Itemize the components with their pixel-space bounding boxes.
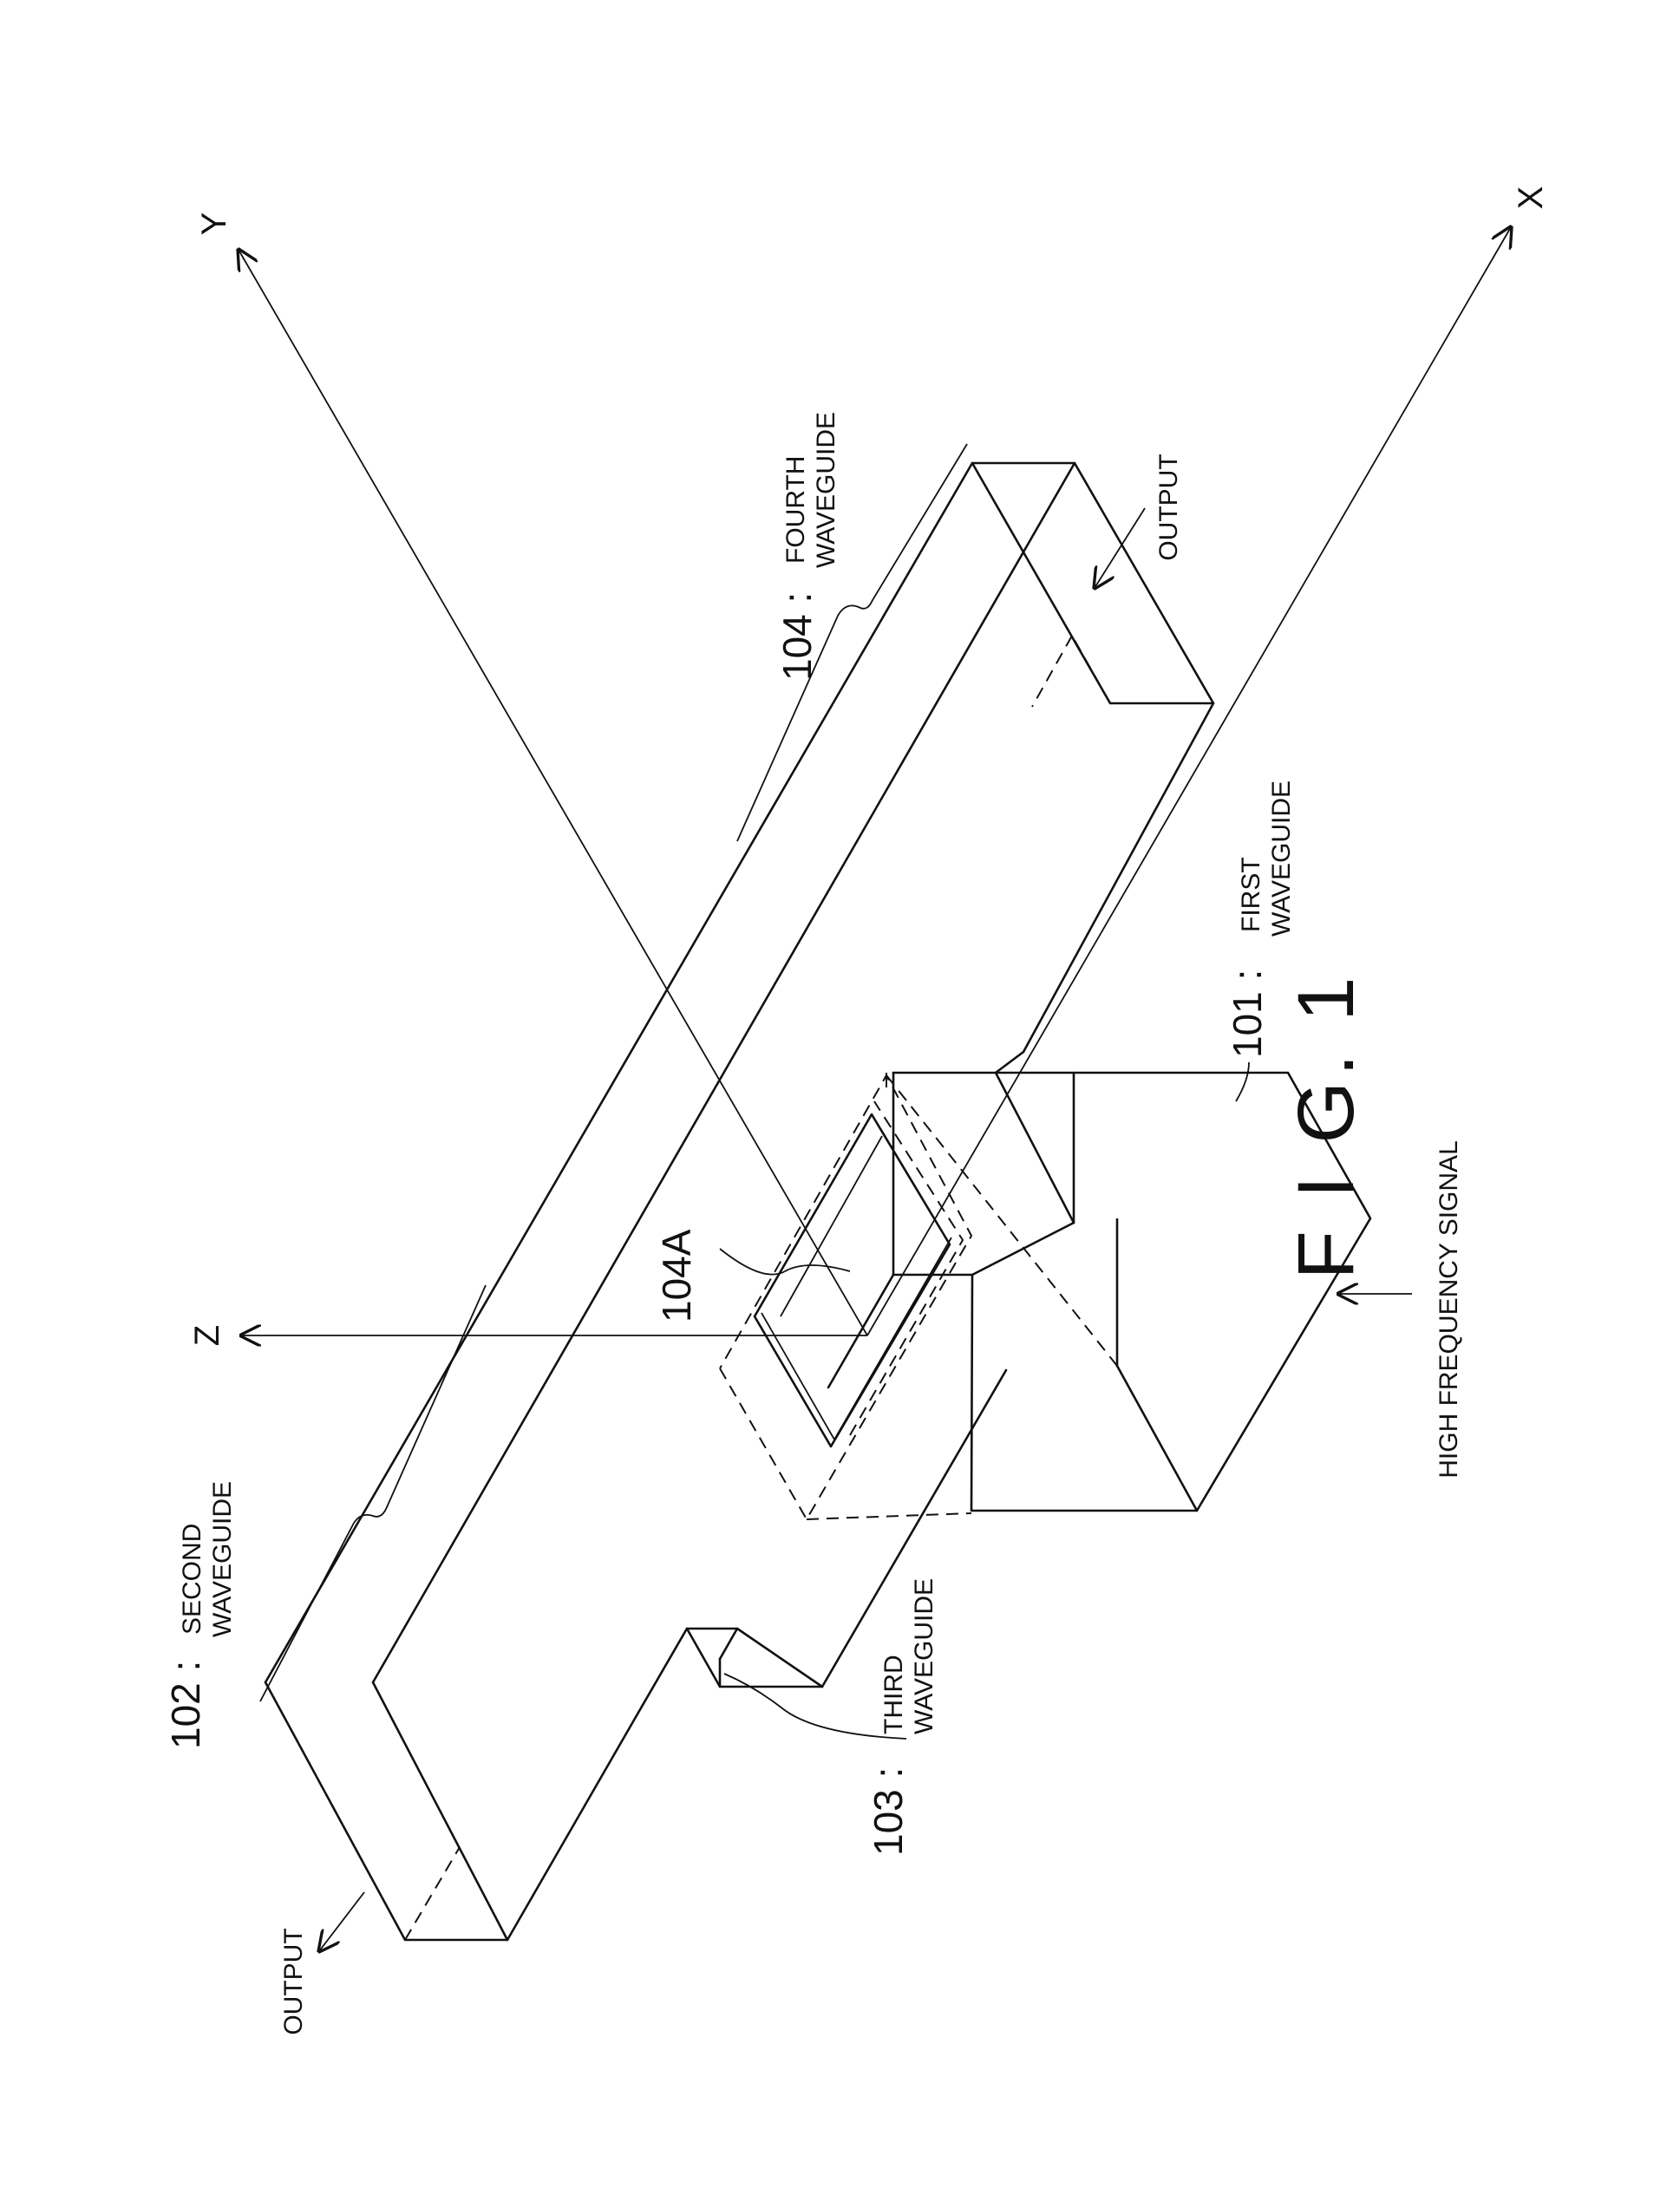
label-first-line1: FIRST [1237,857,1265,932]
brace-second [260,1285,486,1701]
label-output-right: OUTPUT [1154,454,1183,560]
label-fourth-line1: FOURTH [781,456,810,564]
leader-first [1236,1062,1249,1101]
label-second-num: 102 : [163,1661,208,1749]
label-fourth-num: 104 : [775,592,820,681]
label-first-line2: WAVEGUIDE [1267,780,1296,937]
label-input: HIGH FREQUENCY SIGNAL [1435,1140,1463,1479]
x-axis-line [867,227,1511,1335]
label-first-num: 101 : [1225,970,1270,1058]
label-third-line2: WAVEGUIDE [910,1578,938,1734]
leaders [260,444,1249,1739]
main-waveguide-body [265,463,1213,1940]
third-waveguide-body [636,1370,1006,1717]
z-axis-label: Z [188,1325,226,1346]
label-third-line1: THIRD [879,1655,908,1734]
y-axis-line [239,250,867,1335]
label-fourth-line2: WAVEGUIDE [812,412,840,568]
label-second-line1: SECOND [178,1524,206,1635]
y-axis-label: Y [195,212,233,236]
figure-label: F I G. 1 [1282,972,1370,1280]
labels: 104 : FOURTH WAVEGUIDE 102 : SECOND WAVE… [163,412,1463,2035]
output-left-arrow [319,1892,364,1951]
x-axis-label: X [1512,186,1550,210]
label-slot: 104A [654,1229,699,1322]
label-second-line2: WAVEGUIDE [208,1481,237,1637]
label-output-left: OUTPUT [279,1928,308,2034]
label-third-num: 103 : [866,1767,911,1856]
output-right-arrow [1095,508,1145,588]
slot-104a [755,1101,963,1446]
brace-fourth [737,444,967,841]
